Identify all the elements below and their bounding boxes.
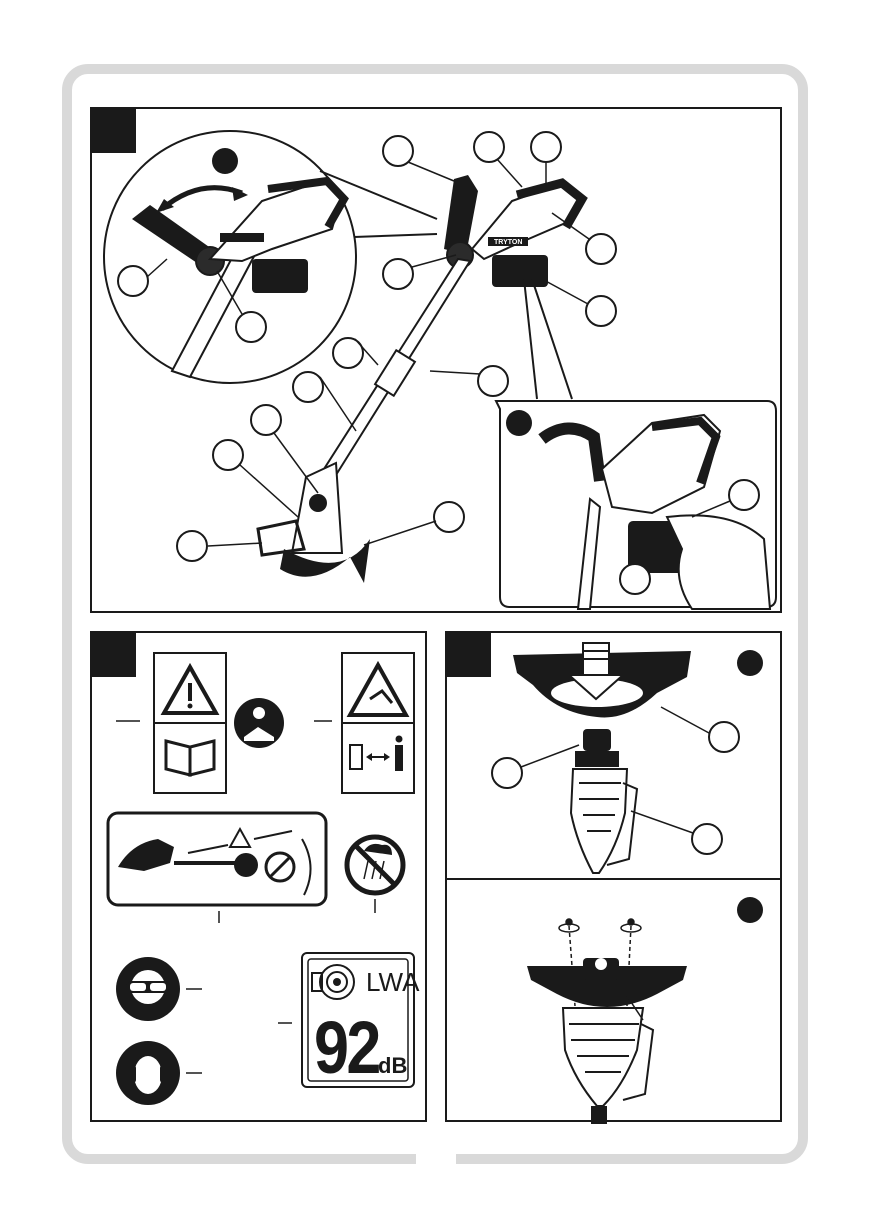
- figure-2-panel: LWA 92 dB: [90, 631, 427, 1122]
- lwa-symbol: LWA: [366, 967, 419, 998]
- step-a-marker: [737, 650, 763, 676]
- figure-3-panel: [445, 631, 782, 880]
- step-b-marker: [506, 410, 532, 436]
- figure-4-panel: [445, 878, 782, 1122]
- frame-gap: [416, 1152, 456, 1166]
- step-a-marker: [212, 148, 238, 174]
- warning-manual-label: [154, 653, 226, 793]
- step-b-marker: [737, 897, 763, 923]
- eye-protection-icon: [116, 957, 180, 1021]
- svg-text:TRYTON: TRYTON: [494, 239, 522, 246]
- callout-circle: [236, 312, 266, 342]
- trimmer-head: [258, 463, 370, 583]
- no-rain-icon: [347, 837, 403, 893]
- read-manual-icon: [234, 698, 284, 748]
- motor-head-drawing: [571, 729, 637, 873]
- noise-value: 92: [314, 1005, 379, 1090]
- assembled-head-drawing: [527, 958, 687, 1124]
- flying-debris-label: [342, 653, 414, 793]
- figure-1-panel: TRYTON: [90, 107, 782, 613]
- operating-safety-label: [108, 813, 326, 905]
- noise-unit: dB: [378, 1053, 407, 1079]
- shaft-collar: [375, 350, 415, 396]
- zoom-line-bottom: [354, 234, 437, 237]
- callout-circle: [118, 266, 148, 296]
- trimmer-illustration: TRYTON: [92, 109, 784, 615]
- battery-pack: [492, 255, 548, 287]
- ear-protection-icon: [116, 1041, 180, 1105]
